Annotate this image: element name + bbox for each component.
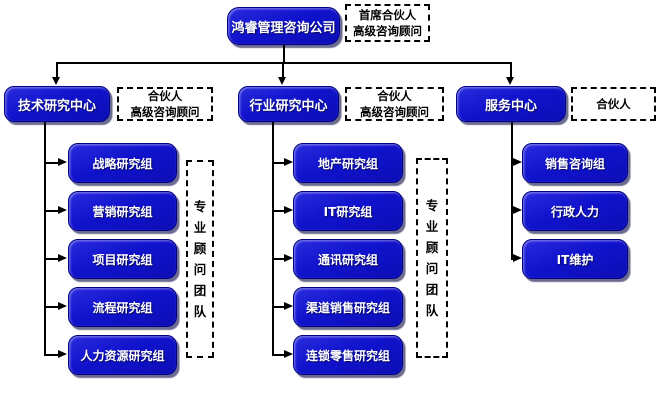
tech-child-hr: 人力资源研究组 [68, 335, 177, 375]
connector-stub [272, 162, 287, 164]
connector-stub [272, 210, 287, 212]
industry-team-label: 专业顾问团队 [425, 198, 439, 318]
node-label: 渠道销售研究组 [305, 300, 390, 315]
node-label: 营销研究组 [92, 204, 153, 219]
connector-drop-tech [56, 62, 58, 78]
arrow-right-icon [513, 254, 522, 262]
connector-stub [44, 258, 60, 260]
industry-child-telecom: 通讯研究组 [293, 239, 403, 279]
connector-trunk-tech [44, 122, 46, 356]
tech-advisor-line1: 合伙人 [147, 89, 183, 103]
arrow-right-icon [58, 206, 67, 214]
service-child-it-maintenance: IT维护 [522, 239, 628, 279]
connector-trunk-service [511, 122, 513, 260]
arrow-right-icon [284, 302, 293, 310]
industry-advisor-box: 合伙人 高级咨询顾问 [345, 87, 444, 121]
connector-stub [44, 354, 60, 356]
node-label: 战略研究组 [92, 156, 153, 171]
node-label: 地产研究组 [317, 156, 378, 171]
arrow-right-icon [513, 206, 522, 214]
arrow-right-icon [513, 158, 522, 166]
service-advisor-box: 合伙人 [571, 87, 656, 121]
node-label: 流程研究组 [92, 300, 153, 315]
industry-child-channel-sales: 渠道销售研究组 [293, 287, 403, 327]
tech-child-process: 流程研究组 [68, 287, 177, 327]
arrow-down-industry-icon [278, 77, 286, 85]
root-advisor-box: 首席合伙人 高级咨询顾问 [345, 4, 430, 42]
connector-stub [272, 354, 287, 356]
connector-stub [272, 306, 287, 308]
arrow-right-icon [284, 350, 293, 358]
branch-node-tech: 技术研究中心 [4, 86, 110, 122]
branch-node-industry: 行业研究中心 [238, 86, 339, 122]
root-node-label: 鸿睿管理咨询公司 [231, 20, 336, 36]
node-label: 连锁零售研究组 [305, 348, 390, 363]
tech-advisor-line2: 高级咨询顾问 [130, 105, 200, 119]
tech-child-strategy: 战略研究组 [68, 143, 177, 183]
arrow-right-icon [284, 206, 293, 214]
service-child-admin-hr: 行政人力 [522, 191, 628, 231]
arrow-right-icon [58, 254, 67, 262]
industry-child-chain-retail: 连锁零售研究组 [293, 335, 403, 375]
industry-child-realestate: 地产研究组 [293, 143, 403, 183]
service-child-sales-consulting: 销售咨询组 [522, 143, 628, 183]
connector-stub [272, 258, 287, 260]
branch-industry-label: 行业研究中心 [249, 98, 328, 114]
node-label: 行政人力 [550, 204, 599, 219]
arrow-down-service-icon [506, 77, 514, 85]
node-label: 销售咨询组 [544, 156, 605, 171]
tech-team-label: 专业顾问团队 [193, 199, 207, 319]
arrow-right-icon [284, 158, 293, 166]
branch-node-service: 服务中心 [456, 86, 566, 122]
node-label: IT维护 [556, 252, 594, 267]
root-advisor-line2: 高级咨询顾问 [353, 24, 422, 38]
arrow-down-tech-icon [52, 77, 60, 85]
industry-team-box: 专业顾问团队 [416, 158, 448, 358]
arrow-right-icon [284, 254, 293, 262]
arrow-right-icon [58, 158, 67, 166]
arrow-right-icon [58, 350, 67, 358]
root-node: 鸿睿管理咨询公司 [227, 7, 340, 45]
industry-child-it: IT研究组 [293, 191, 403, 231]
node-label: 人力资源研究组 [80, 348, 165, 363]
root-advisor-line1: 首席合伙人 [358, 8, 417, 22]
branch-tech-label: 技术研究中心 [17, 98, 96, 114]
arrow-right-icon [58, 302, 67, 310]
tech-advisor-box: 合伙人 高级咨询顾问 [117, 87, 213, 121]
connector-drop-service [510, 62, 512, 78]
node-label: 通讯研究组 [317, 252, 378, 267]
connector-top-rail [56, 62, 512, 64]
industry-advisor-line1: 合伙人 [377, 89, 412, 103]
connector-stub [44, 162, 60, 164]
tech-team-box: 专业顾问团队 [186, 160, 214, 358]
node-label: IT研究组 [323, 204, 373, 219]
connector-stub [44, 306, 60, 308]
tech-child-project: 项目研究组 [68, 239, 177, 279]
branch-service-label: 服务中心 [484, 98, 537, 114]
tech-child-marketing: 营销研究组 [68, 191, 177, 231]
connector-trunk-industry [272, 122, 274, 356]
node-label: 项目研究组 [92, 252, 153, 267]
connector-stub [44, 210, 60, 212]
service-advisor-line1: 合伙人 [596, 97, 631, 111]
industry-advisor-line2: 高级咨询顾问 [360, 105, 429, 119]
connector-root-stem [283, 45, 285, 63]
connector-drop-industry [282, 62, 284, 78]
